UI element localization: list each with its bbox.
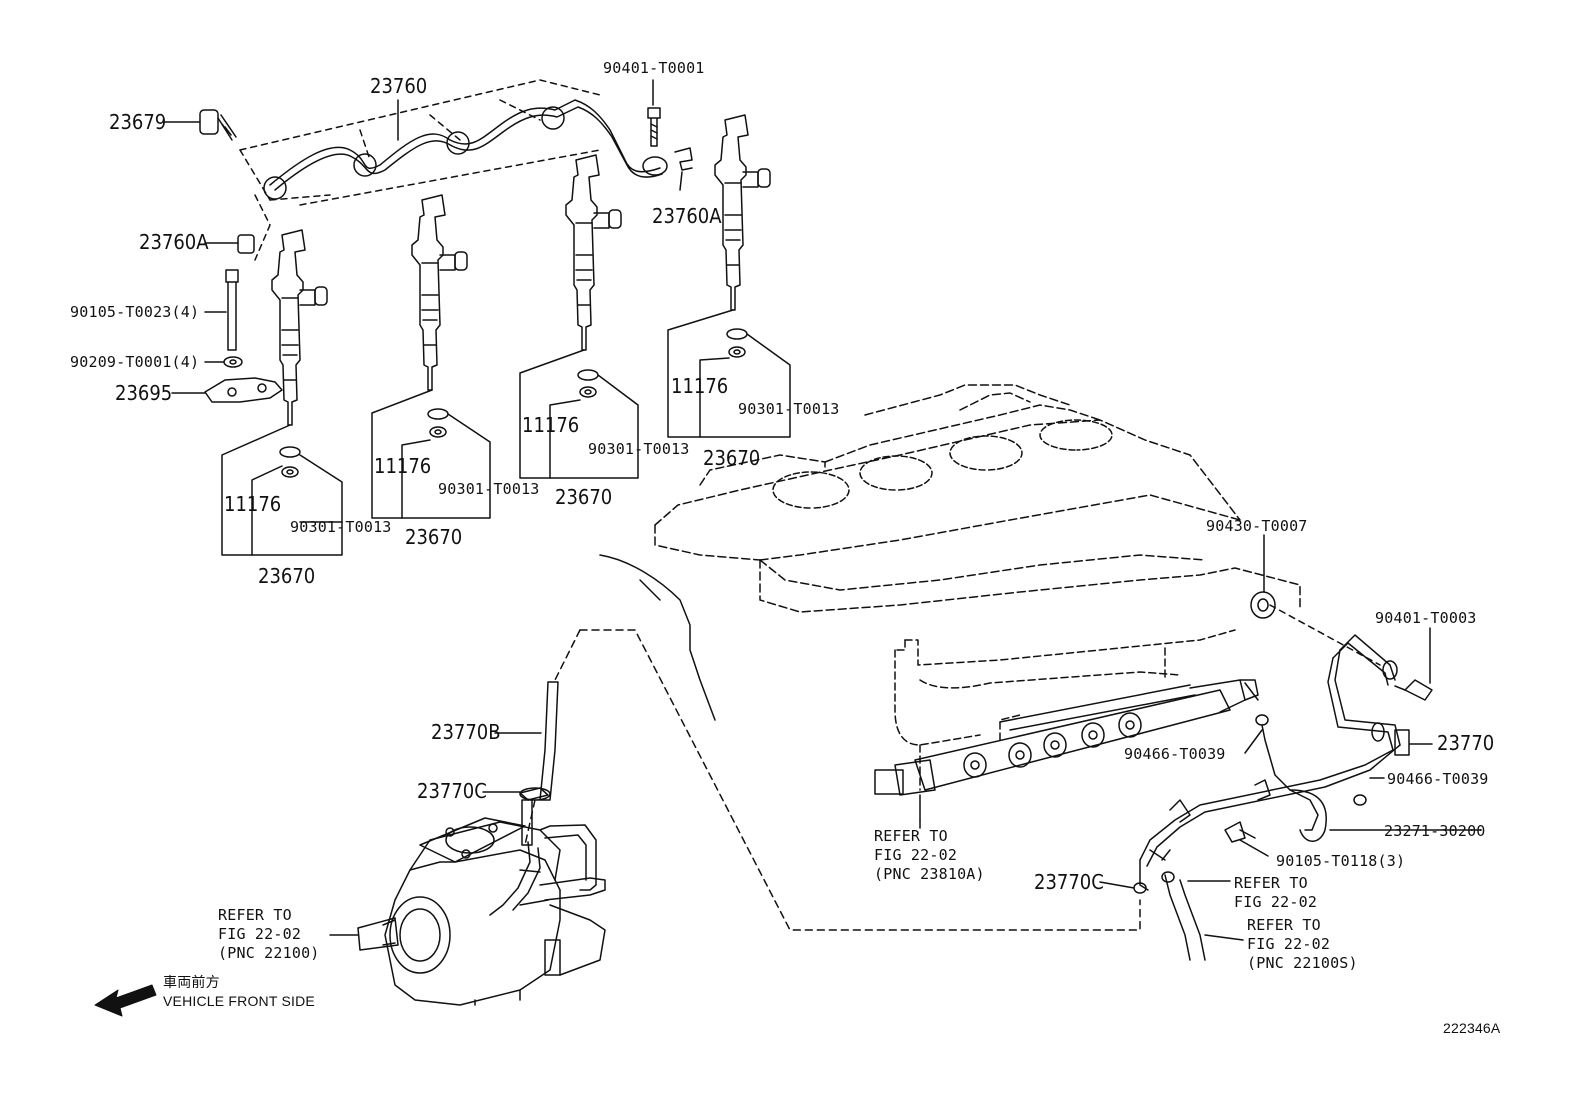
refer-hose-line3: (PNC 22100S) bbox=[1247, 954, 1358, 972]
label-group3-23670: 23670 bbox=[555, 485, 613, 509]
label-90105-t0118: 90105-T0118(3) bbox=[1276, 852, 1406, 870]
seal-group-4 bbox=[667, 309, 791, 438]
injector-4 bbox=[714, 114, 771, 311]
label-23760: 23760 bbox=[370, 74, 428, 98]
label-90430-t0007: 90430-T0007 bbox=[1206, 517, 1308, 535]
label-group4-90301: 90301-T0013 bbox=[738, 400, 840, 418]
injector-3 bbox=[565, 154, 622, 351]
injection-pipe-assembly bbox=[199, 79, 693, 403]
label-group1-90301: 90301-T0013 bbox=[290, 518, 392, 536]
label-90466-t0039-left: 90466-T0039 bbox=[1124, 745, 1226, 763]
refer-pump-line3: (PNC 22100) bbox=[218, 944, 320, 962]
seal-group-2 bbox=[371, 389, 491, 519]
leader-lines bbox=[163, 79, 1481, 941]
label-group3-90301: 90301-T0013 bbox=[588, 440, 690, 458]
common-rail bbox=[874, 679, 1259, 821]
injector-1 bbox=[271, 229, 328, 426]
refer-rail-line1: REFER TO bbox=[874, 827, 948, 845]
label-23770: 23770 bbox=[1437, 731, 1495, 755]
label-group4-23670: 23670 bbox=[703, 446, 761, 470]
label-group2-90301: 90301-T0013 bbox=[438, 480, 540, 498]
hose-23770b bbox=[519, 629, 1141, 931]
label-group4-11176: 11176 bbox=[671, 374, 729, 398]
figure-id: 222346A bbox=[1443, 1020, 1501, 1036]
label-group3-11176: 11176 bbox=[522, 413, 580, 437]
label-23760a-right: 23760A bbox=[652, 204, 722, 228]
label-23271-30200: 23271-30200 bbox=[1384, 822, 1486, 840]
label-90466-t0039-right: 90466-T0039 bbox=[1387, 770, 1489, 788]
seal-group-1 bbox=[221, 424, 343, 556]
label-group2-11176: 11176 bbox=[374, 454, 432, 478]
seal-group-3 bbox=[519, 349, 639, 479]
fuel-pipes bbox=[1133, 591, 1433, 961]
refer-fig-line2: FIG 22-02 bbox=[1234, 893, 1318, 911]
label-90401-t0001: 90401-T0001 bbox=[603, 59, 705, 77]
injector-2 bbox=[411, 194, 468, 391]
refer-pump-line2: FIG 22-02 bbox=[218, 925, 302, 943]
engine-outline bbox=[599, 384, 1301, 791]
label-90105-t0023: 90105-T0023(4) bbox=[70, 303, 200, 321]
refer-rail-line2: FIG 22-02 bbox=[874, 846, 958, 864]
front-label-en: VEHICLE FRONT SIDE bbox=[163, 993, 315, 1009]
label-group1-11176: 11176 bbox=[224, 492, 282, 516]
refer-pump-line1: REFER TO bbox=[218, 906, 292, 924]
refer-rail-line3: (PNC 23810A) bbox=[874, 865, 985, 883]
front-label-jp: 車両前方 bbox=[163, 975, 220, 991]
refer-hose-line1: REFER TO bbox=[1247, 916, 1321, 934]
label-group1-23670: 23670 bbox=[258, 564, 316, 588]
label-23770c-top: 23770C bbox=[417, 779, 487, 803]
label-23679: 23679 bbox=[109, 110, 167, 134]
label-group2-23670: 23670 bbox=[405, 525, 463, 549]
label-23770c-bottom: 23770C bbox=[1034, 870, 1104, 894]
label-90401-t0003: 90401-T0003 bbox=[1375, 609, 1477, 627]
front-arrow-icon bbox=[94, 984, 157, 1017]
label-23760a-left: 23760A bbox=[139, 230, 209, 254]
refer-hose-line2: FIG 22-02 bbox=[1247, 935, 1331, 953]
label-23770b: 23770B bbox=[431, 720, 501, 744]
refer-fig-line1: REFER TO bbox=[1234, 874, 1308, 892]
supply-pump bbox=[357, 799, 606, 1006]
label-90209-t0001: 90209-T0001(4) bbox=[70, 353, 200, 371]
label-23695: 23695 bbox=[115, 381, 173, 405]
